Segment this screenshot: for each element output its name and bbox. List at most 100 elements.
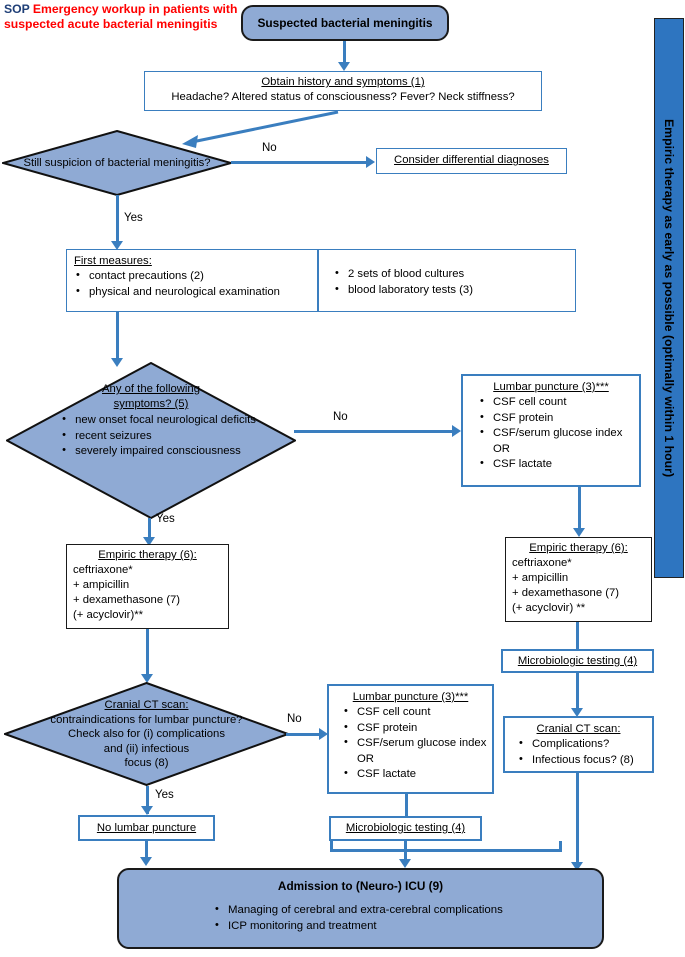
connector-ct-right-to-admission — [576, 773, 579, 867]
node-consider-differential-diagnoses[interactable]: Consider differential diagnoses — [376, 148, 567, 174]
connector-empiric-left-to-ct-diamond — [146, 629, 149, 677]
node-no-lumbar-puncture[interactable]: No lumbar puncture — [78, 815, 215, 841]
edge-label-yes-1: Yes — [124, 212, 143, 224]
first-measures-left-list: contact precautions (2) physical and neu… — [74, 268, 312, 300]
connector-start-to-history — [343, 41, 346, 63]
empiric-left-line-2: + ampicillin — [73, 579, 130, 591]
list-item: 2 sets of blood cultures — [333, 266, 570, 283]
node-microbiologic-testing-right[interactable]: Microbiologic testing (4) — [501, 649, 654, 673]
arrowhead-lp-right — [452, 425, 461, 437]
ct-right-header: Cranial CT scan: — [536, 723, 621, 735]
list-item: CSF lactate — [342, 766, 487, 783]
ct-diamond-line-1: contraindications for lumbar puncture? — [50, 713, 243, 726]
arrowhead-first-measures — [111, 241, 123, 250]
node-obtain-history[interactable]: Obtain history and symptoms (1) Headache… — [144, 71, 542, 111]
ct-diamond-line-3: and (ii) infectious — [103, 742, 190, 755]
connector-symptoms-no — [294, 430, 454, 433]
history-body: Headache? Altered status of consciousnes… — [171, 91, 515, 103]
arrowhead-empiric-left — [143, 537, 155, 546]
decision-cranial-ct-contraindications[interactable]: Cranial CT scan: contraindications for l… — [4, 682, 289, 786]
edge-label-no-2: No — [333, 411, 348, 423]
node-suspected-bacterial-meningitis[interactable]: Suspected bacterial meningitis — [241, 5, 449, 41]
first-measures-right-column: 2 sets of blood cultures blood laborator… — [319, 250, 575, 311]
suspicion-text-wrap: Still suspicion of bacterial meningitis? — [2, 130, 232, 196]
empiric-left-header: Empiric therapy (6): — [98, 549, 197, 561]
connector-first-measures-to-symptoms — [116, 312, 119, 361]
connector-bracket-right-riser — [559, 841, 562, 851]
micro-right-label: Microbiologic testing (4) — [517, 655, 638, 667]
connector-lp-right-to-empiric — [578, 487, 581, 531]
arrowhead-history — [338, 62, 350, 71]
list-item: CSF protein — [342, 720, 487, 737]
ct-diamond-line-4: focus (8) — [124, 757, 169, 769]
suspicion-label: Still suspicion of bacterial meningitis? — [23, 156, 211, 169]
node-cranial-ct-right[interactable]: Cranial CT scan: Complications? Infectio… — [503, 716, 654, 773]
node-microbiologic-testing-bottom[interactable]: Microbiologic testing (4) — [329, 816, 482, 841]
first-measures-left-column: First measures: contact precautions (2) … — [67, 250, 317, 311]
connector-merge-bracket — [330, 849, 562, 852]
list-item: ICP monitoring and treatment — [213, 918, 592, 935]
lp-bottom-header: Lumbar puncture (3)*** — [352, 691, 469, 703]
arrowhead-admission-right — [571, 862, 583, 871]
connector-bracket-to-admission — [404, 849, 407, 865]
page-title: SOP Emergency workup in patients with su… — [4, 2, 254, 32]
empiric-right-line-3: + dexamethasone (7) — [512, 587, 620, 599]
ct-diamond-text-wrap: Cranial CT scan: contraindications for l… — [4, 682, 289, 786]
start-label: Suspected bacterial meningitis — [257, 16, 433, 30]
connector-suspicion-no — [231, 161, 368, 164]
node-lumbar-puncture-bottom[interactable]: Lumbar puncture (3)*** CSF cell count CS… — [327, 684, 494, 794]
node-empiric-therapy-left[interactable]: Empiric therapy (6): ceftriaxone* + ampi… — [66, 544, 229, 629]
first-measures-header: First measures: — [74, 255, 152, 267]
list-item: Infectious focus? (8) — [517, 752, 648, 769]
decision-still-suspicion[interactable]: Still suspicion of bacterial meningitis? — [2, 130, 232, 196]
lp-right-list: CSF cell count CSF protein CSF/serum glu… — [468, 394, 634, 473]
empiric-right-line-2: + ampicillin — [512, 572, 569, 584]
node-empiric-therapy-right[interactable]: Empiric therapy (6): ceftriaxone* + ampi… — [505, 537, 652, 622]
empiric-left-line-4: (+ acyclovir)** — [73, 609, 143, 621]
micro-bottom-label: Microbiologic testing (4) — [345, 822, 466, 834]
symptoms-list: new onset focal neurological deficits re… — [46, 412, 256, 460]
list-item: CSF protein — [478, 410, 634, 427]
node-lumbar-puncture-right[interactable]: Lumbar puncture (3)*** CSF cell count CS… — [461, 374, 641, 487]
admission-header: Admission to (Neuro-) ICU (9) — [277, 879, 444, 893]
list-item: severely impaired consciousness — [60, 443, 256, 460]
no-lp-label: No lumbar puncture — [96, 822, 197, 834]
connector-no-lp-down — [145, 841, 148, 863]
list-item-or: OR — [357, 752, 374, 765]
list-item: Managing of cerebral and extra-cerebral … — [213, 902, 592, 919]
list-item: new onset focal neurological deficits — [60, 412, 256, 429]
arrowhead-admission-center — [399, 859, 411, 868]
symptoms-header-line2: symptoms? (5) — [113, 398, 189, 410]
edge-label-yes-2: Yes — [156, 513, 175, 525]
arrowhead-symptoms — [111, 358, 123, 367]
diamond-shape — [4, 682, 289, 786]
node-first-measures[interactable]: First measures: contact precautions (2) … — [66, 249, 576, 312]
empiric-right-line-1: ceftriaxone* — [512, 557, 572, 569]
arrowhead-admission-left — [140, 857, 152, 866]
edge-label-yes-3: Yes — [155, 789, 174, 801]
node-admission-icu[interactable]: Admission to (Neuro-) ICU (9) Managing o… — [117, 868, 604, 949]
empiric-left-line-3: + dexamethasone (7) — [73, 594, 181, 606]
differential-label: Consider differential diagnoses — [394, 154, 549, 166]
history-header: Obtain history and symptoms (1) — [261, 76, 425, 88]
connector-micro-to-ct-right — [576, 673, 579, 711]
empiric-left-line-1: ceftriaxone* — [73, 564, 133, 576]
arrowhead-ct-right — [571, 708, 583, 717]
lp-bottom-list: CSF cell count CSF protein CSF/serum glu… — [334, 704, 487, 783]
admission-list: Managing of cerebral and extra-cerebral … — [129, 902, 592, 935]
page-title-text: Emergency workup in patients with suspec… — [4, 2, 238, 31]
connector-ct-diamond-no — [286, 733, 322, 736]
arrowhead-no-lumbar-puncture — [141, 806, 153, 815]
arrowhead-ct-diamond — [141, 674, 153, 683]
list-item: CSF/serum glucose index — [342, 735, 487, 752]
list-item: CSF cell count — [342, 704, 487, 721]
list-item-or: OR — [493, 442, 510, 455]
arrowhead-lp-bottom — [319, 728, 328, 740]
list-item: recent seizures — [60, 428, 256, 445]
connector-bracket-left-riser — [330, 841, 333, 851]
connector-lp-bottom-to-micro — [405, 794, 408, 816]
connector-empiric-right-to-micro — [576, 622, 579, 649]
decision-any-symptoms[interactable]: Any of the following symptoms? (5) new o… — [6, 362, 296, 519]
